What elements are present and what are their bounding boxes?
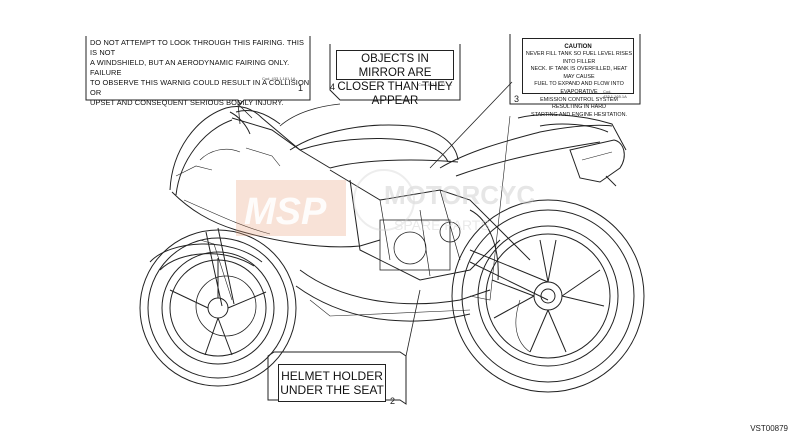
leader-line-1 xyxy=(237,103,253,125)
mirror-warning-code: Cod. 433.1.161.1A xyxy=(418,82,452,87)
fuel-caution-title: CAUTION xyxy=(564,44,592,50)
fairing-warning-code: Cod. 433.1.161.1A xyxy=(262,76,296,81)
fuel-caution-label: CAUTION NEVER FILL TANK SO FUEL LEVEL RI… xyxy=(522,38,634,118)
mirror-warning-label: OBJECTS IN MIRROR ARE CLOSER THAN THEY A… xyxy=(336,50,454,107)
front-wheel xyxy=(139,229,297,387)
callout-2: 2 xyxy=(390,396,396,406)
fuel-caution-text: NEVER FILL TANK SO FUEL LEVEL RISES INTO… xyxy=(525,51,633,118)
callout-4: 4 xyxy=(330,82,336,92)
leader-line-2 xyxy=(405,289,421,357)
leader-line-4 xyxy=(279,103,341,127)
helmet-holder-label: HELMET HOLDER UNDER THE SEAT xyxy=(278,364,386,402)
fuel-caution-code: Cod. 433.1.165.1A xyxy=(603,89,627,99)
callout-3: 3 xyxy=(514,94,520,104)
diagram-code: VST00879 xyxy=(750,424,788,433)
leader-line-2b xyxy=(469,115,511,301)
helmet-holder-text: HELMET HOLDER UNDER THE SEAT xyxy=(280,369,384,397)
fairing-warning-text: DO NOT ATTEMPT TO LOOK THROUGH THIS FAIR… xyxy=(90,38,310,107)
leader-line-3 xyxy=(429,81,513,169)
fairing-warning-label: DO NOT ATTEMPT TO LOOK THROUGH THIS FAIR… xyxy=(84,34,310,107)
callout-1: 1 xyxy=(298,83,304,93)
rear-wheel xyxy=(451,199,645,393)
mirror-warning-text: OBJECTS IN MIRROR ARE CLOSER THAN THEY A… xyxy=(337,53,453,107)
